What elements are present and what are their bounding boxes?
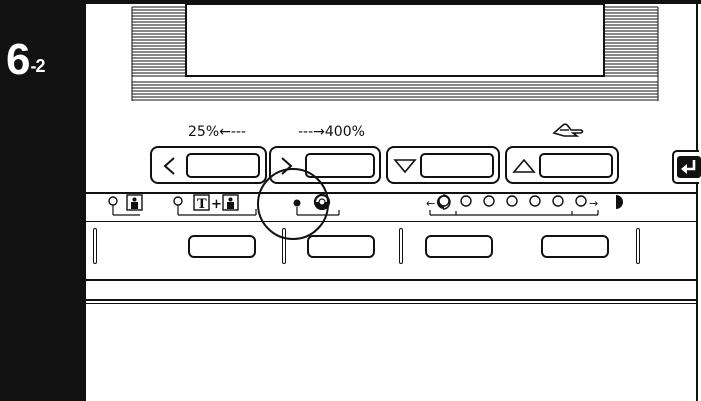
display-stripes-bottom — [132, 81, 658, 101]
panel-edge-rule-2 — [86, 299, 698, 301]
exposure-darker-icon — [616, 195, 623, 209]
lamp-row-top-rule — [86, 192, 698, 194]
exposure-lamp-3 — [483, 195, 495, 207]
display-stripes-left — [131, 6, 186, 101]
operation-panel — [86, 4, 698, 401]
exposure-lamp-1 — [438, 195, 450, 207]
text-photo-mode-lamp — [173, 196, 183, 206]
exposure-lamp-2 — [460, 195, 472, 207]
exposure-lamp-4 — [506, 195, 518, 207]
divider-3 — [399, 228, 403, 264]
chevron-left-icon — [163, 157, 175, 175]
section-number-sub: -2 — [30, 56, 45, 76]
triangle-up-icon — [512, 158, 536, 173]
zoom-reduce-key[interactable] — [150, 146, 267, 184]
text-icon — [193, 194, 210, 211]
enlarge-zoom-label: ---→400% — [298, 124, 365, 140]
down-key-face — [420, 153, 494, 178]
exposure-right-arrow: → — [589, 197, 598, 210]
auto-exposure-key[interactable] — [307, 235, 375, 258]
enter-key[interactable] — [672, 150, 701, 184]
exposure-darker-key[interactable] — [541, 235, 609, 258]
zoom-enlarge-key-face — [305, 153, 375, 178]
zoom-reduce-key-face — [186, 153, 260, 178]
exposure-scale: ← → — [426, 194, 623, 216]
callout-circle — [257, 168, 329, 240]
display-stripes-right — [604, 6, 659, 101]
section-tab: 6-2 — [0, 4, 86, 401]
text-glyph: T — [197, 197, 207, 212]
panel-edge-rule-1 — [86, 279, 698, 281]
plus-sign: + — [211, 197, 222, 212]
up-key[interactable] — [505, 146, 619, 184]
exposure-left-arrow: ← — [426, 197, 435, 210]
display-window — [185, 4, 605, 77]
enter-icon — [677, 156, 701, 178]
indicator-row: ← → T + — [108, 193, 623, 216]
exposure-lamp-5 — [529, 195, 541, 207]
triangle-down-icon — [393, 159, 417, 174]
section-number: 6-2 — [6, 35, 46, 84]
divider-1 — [93, 228, 97, 264]
divider-4 — [636, 228, 640, 264]
exposure-lighter-key[interactable] — [425, 235, 493, 258]
text-photo-mode-indicator — [173, 194, 257, 216]
panel-edge-rule-3 — [86, 303, 698, 304]
top-rule — [0, 0, 701, 4]
photo-mode-indicator — [108, 194, 143, 216]
section-number-main: 6 — [6, 35, 31, 84]
up-key-face — [539, 153, 613, 178]
exposure-lamp-6 — [552, 195, 564, 207]
image-mode-key[interactable] — [188, 235, 256, 258]
lamp-row-bottom-rule — [86, 221, 698, 222]
exposure-lamp-7 — [575, 195, 587, 207]
manual-hand-icon — [552, 123, 584, 137]
down-key[interactable] — [386, 146, 500, 184]
photo-mode-lamp — [108, 196, 118, 206]
reduce-zoom-label: 25%←--- — [188, 124, 247, 140]
display-area — [131, 4, 659, 101]
